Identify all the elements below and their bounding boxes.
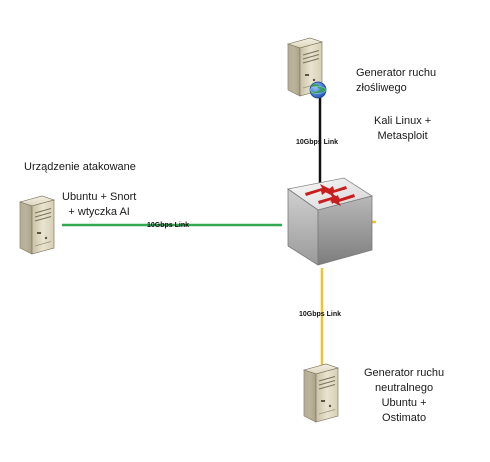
neutral-label: Generator ruchu neutralnego Ubuntu + Ost… [364,366,444,426]
malicious-title-line-2: złośliwego [356,82,407,94]
attacked-os-label: Ubuntu + Snort + wtyczka AI [62,190,136,220]
neutral-line-4: Ostimato [382,412,427,424]
neutral-line-1: Generator ruchu [364,367,445,379]
attacked-os-line-1: Ubuntu + Snort [62,191,137,203]
link-bottom-label: 10Gbps Link [299,311,342,318]
malicious-os-label: Kali Linux + Metasploit [374,114,431,144]
server-neutral-icon [303,363,339,423]
malicious-title-line-1: Generator ruchu [356,67,437,79]
network-switch [287,177,373,266]
malicious-os-line-1: Kali Linux + [374,115,432,127]
link-top-label: 10Gbps Link [296,139,339,146]
malicious-title-label: Generator ruchu złośliwego [356,66,436,96]
neutral-line-3: Ubuntu + [381,397,427,409]
attacked-os-line-2: + wtyczka AI [68,206,130,218]
malicious-os-line-2: Metasploit [377,130,428,142]
globe-icon [309,81,327,99]
neutral-line-2: neutralnego [375,382,434,394]
attacked-title-label: Urządzenie atakowane [24,161,136,173]
switch-arrows-icon [305,184,355,206]
server-attacked-icon [19,195,55,255]
link-left-label: 10Gbps Link [147,222,190,229]
